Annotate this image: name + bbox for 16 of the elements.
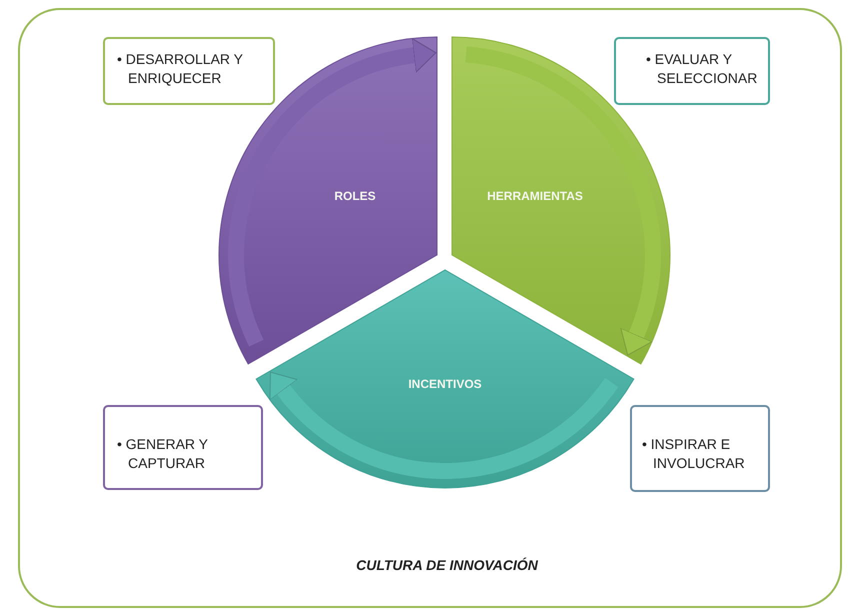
segment-label: ROLES [334,189,376,203]
cycle-arrow [465,46,661,356]
caption-text: CULTURA DE INNOVACIÓN [356,557,538,573]
bullet-item: • EVALUAR Y SELECCIONAR [646,50,758,88]
frame-panel [18,8,842,608]
text-box [614,37,770,105]
segment-label: HERRAMIENTAS [487,189,583,203]
text-box [103,37,275,105]
text-box [630,405,770,492]
bullet-item: • DESARROLLAR Y ENRIQUECER [117,50,244,88]
cycle-arrow [269,372,618,479]
segment-label: INCENTIVOS [408,377,482,391]
bullet-item: • INSPIRAR E INVOLUCRAR [642,435,746,473]
pie-segment [256,270,634,488]
text-box [103,405,263,490]
bullet-item: • GENERAR Y CAPTURAR [117,435,209,473]
